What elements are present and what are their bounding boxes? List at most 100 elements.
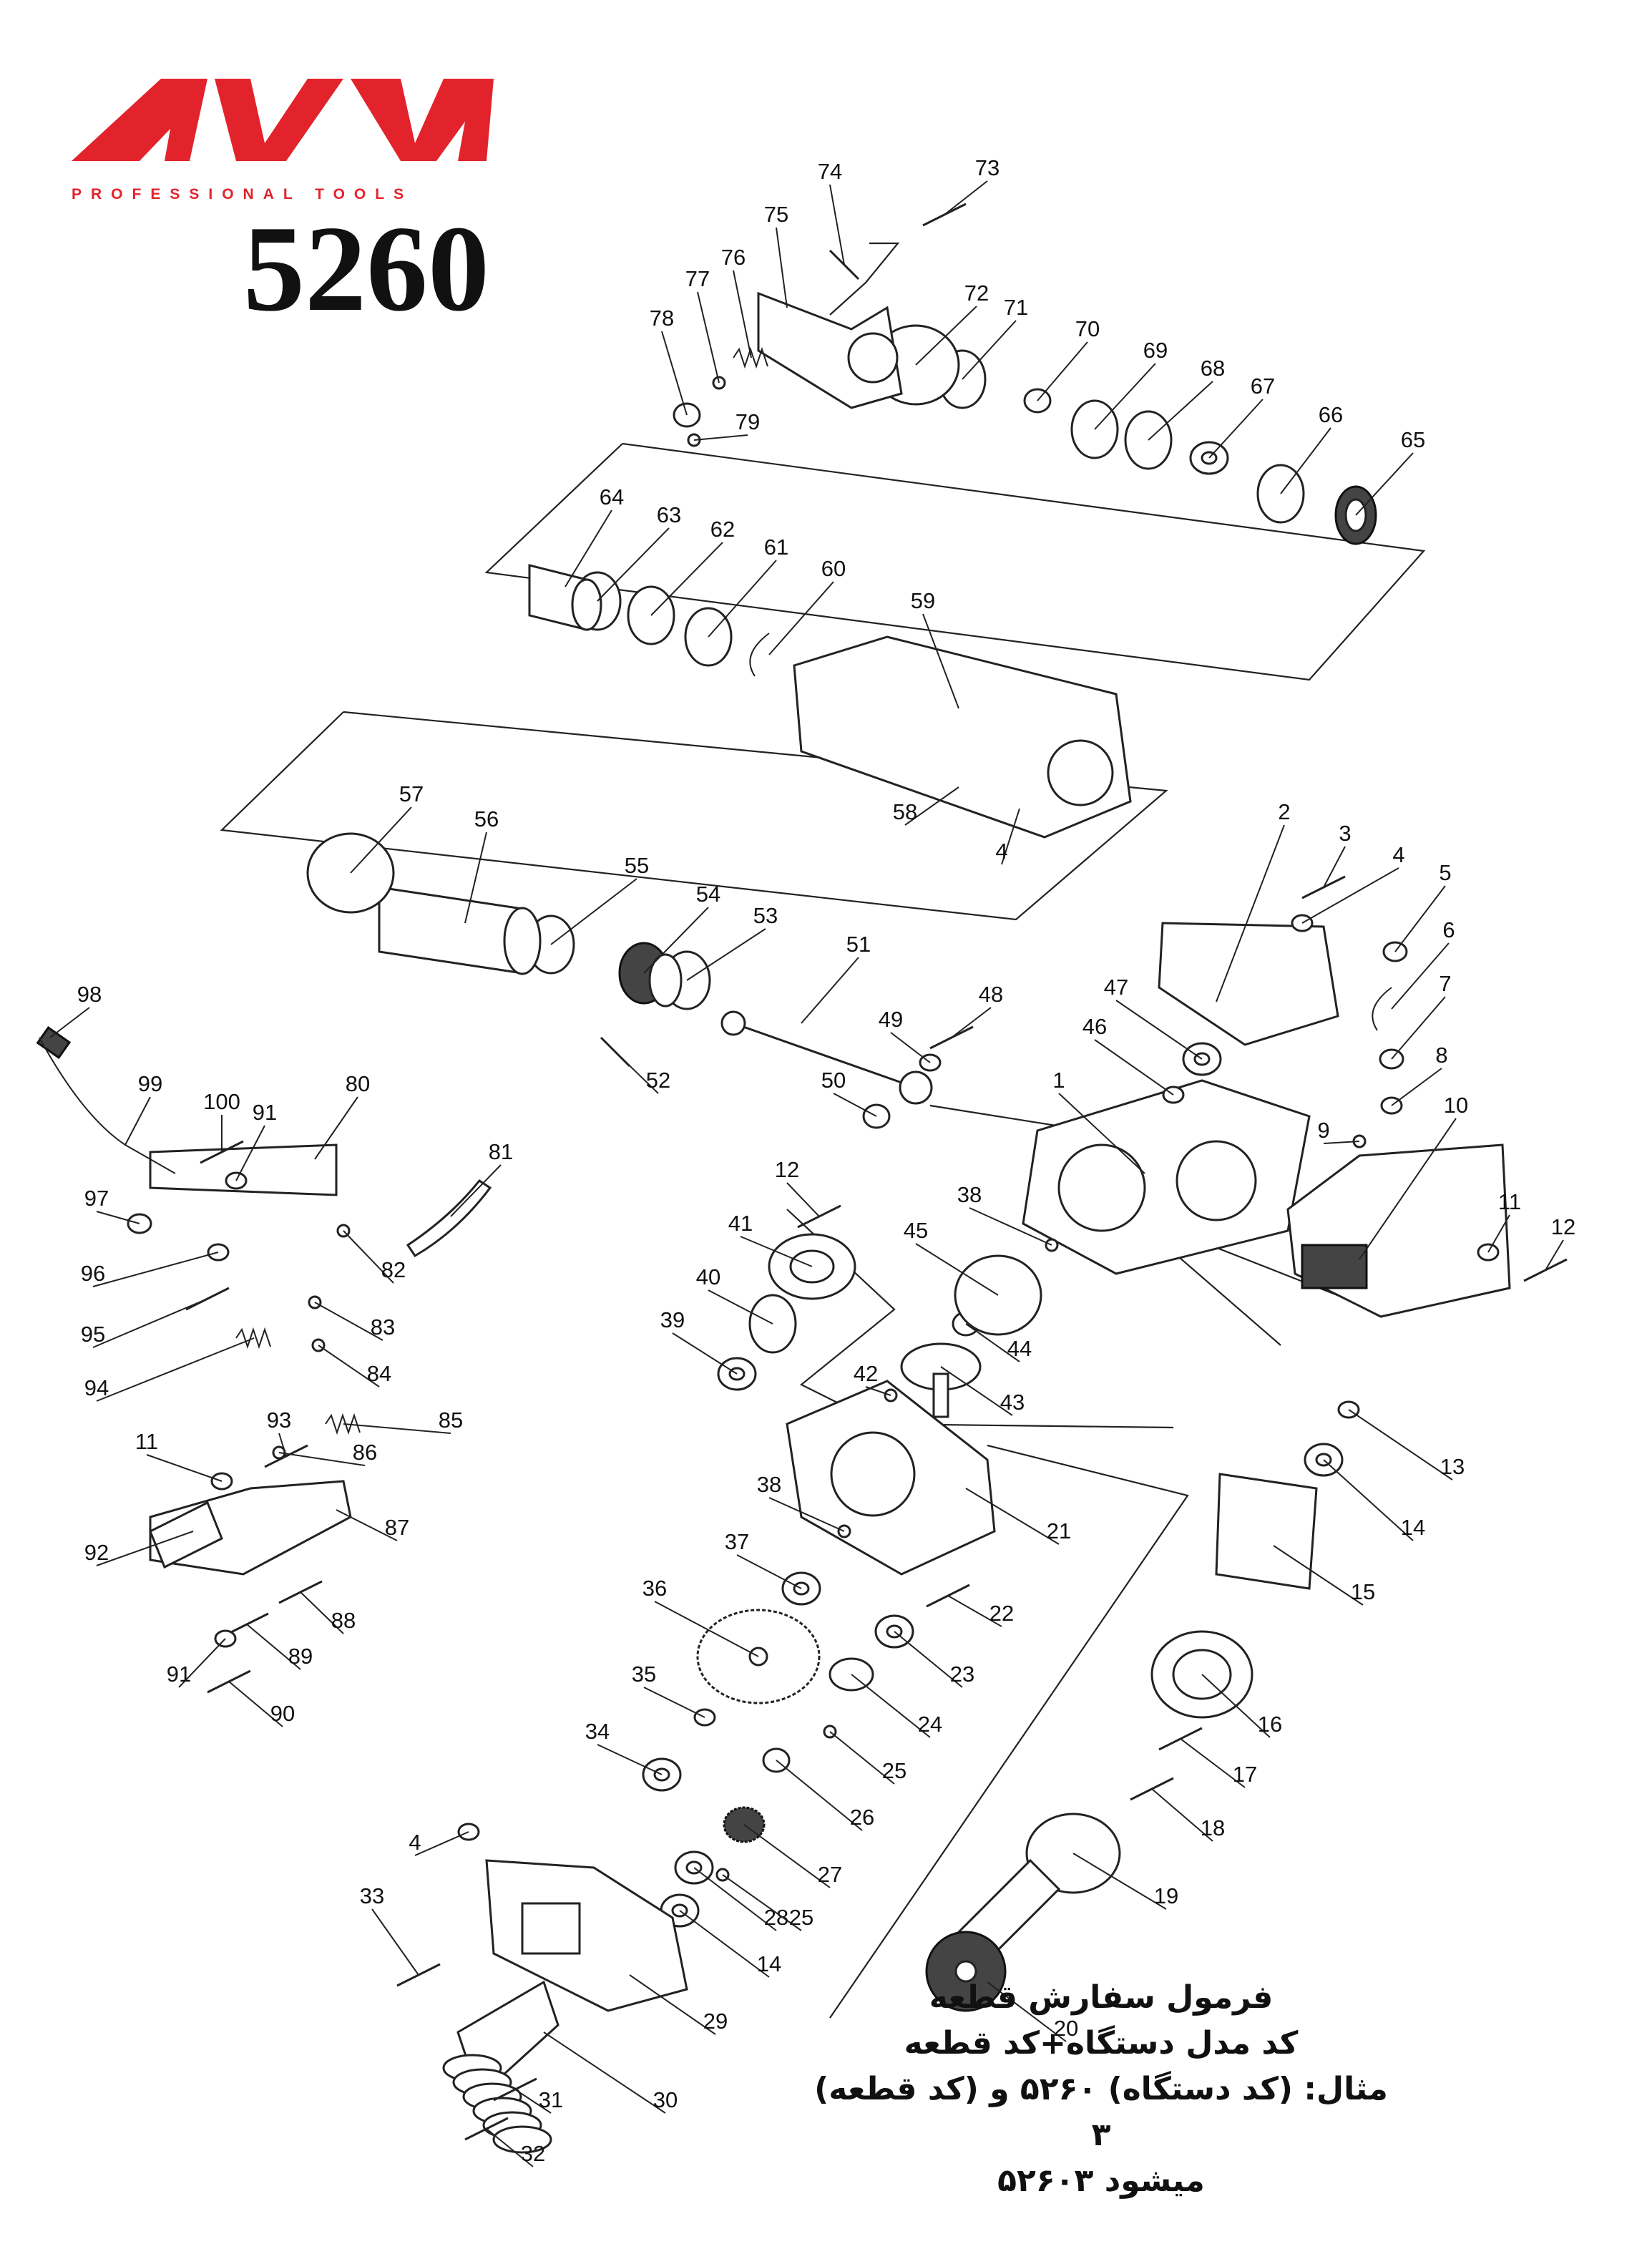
part-callout-21: 21 — [1047, 1518, 1071, 1543]
part-callout-19: 19 — [1154, 1883, 1178, 1908]
leader-line — [550, 878, 637, 945]
leader-line — [96, 1531, 194, 1566]
leader-line — [629, 1974, 716, 2035]
leader-line — [278, 1452, 366, 1466]
part-callout-54: 54 — [696, 882, 720, 907]
leader-line — [300, 1591, 344, 1634]
leader-line — [564, 509, 612, 587]
leader-line — [486, 2128, 534, 2167]
part-box — [1286, 1143, 1511, 1318]
leader-line — [962, 320, 1017, 380]
leader-line — [1201, 1674, 1271, 1738]
part-callout-4: 4 — [409, 1830, 421, 1855]
leader-line — [49, 1007, 90, 1038]
leader-line — [829, 184, 845, 265]
part-callout-24: 24 — [918, 1712, 942, 1737]
part-callout-36: 36 — [642, 1576, 667, 1601]
leader-line — [786, 1182, 820, 1217]
part-callout-59: 59 — [911, 588, 935, 613]
part-callout-2: 2 — [1278, 799, 1290, 824]
leader-line — [733, 270, 752, 358]
part-callout-4: 4 — [1392, 842, 1404, 867]
part-callout-11: 11 — [1498, 1189, 1521, 1214]
leader-line — [1037, 341, 1088, 401]
part-callout-53: 53 — [753, 903, 778, 928]
part-callout-4: 4 — [995, 839, 1007, 864]
part-callout-66: 66 — [1319, 402, 1343, 427]
leader-line — [278, 1433, 287, 1457]
part-callout-30: 30 — [653, 2087, 678, 2112]
part-callout-16: 16 — [1258, 1712, 1282, 1737]
part-callout-51: 51 — [846, 932, 871, 957]
leader-line — [940, 1366, 1013, 1416]
order-formula-example: مثال: (کد دستگاه) ۵۲۶۰ و (کد قطعه) ۳ — [814, 2071, 1388, 2153]
leader-line — [643, 907, 709, 974]
part-callout-95: 95 — [81, 1322, 105, 1347]
part-callout-94: 94 — [84, 1375, 109, 1400]
part-sleeve — [528, 564, 602, 631]
part-callout-77: 77 — [685, 266, 710, 291]
leader-line — [96, 1337, 255, 1402]
leader-line — [1208, 399, 1264, 459]
part-callout-65: 65 — [1401, 427, 1425, 452]
leader-line — [318, 1345, 380, 1387]
leader-line — [643, 1687, 705, 1718]
leader-line — [987, 1981, 1067, 2042]
part-callout-31: 31 — [539, 2087, 563, 2112]
part-callout-61: 61 — [764, 535, 788, 560]
part-callout-25: 25 — [789, 1905, 813, 1930]
leader-line — [1323, 846, 1346, 888]
part-callout-35: 35 — [632, 1662, 656, 1687]
leader-line — [1216, 824, 1285, 1003]
leader-line — [615, 1051, 659, 1094]
leader-line — [801, 957, 859, 1024]
part-callout-73: 73 — [975, 155, 999, 180]
part-callout-14: 14 — [1401, 1515, 1425, 1540]
leader-line — [235, 1125, 265, 1181]
leader-line — [890, 1032, 931, 1063]
leader-line — [851, 1674, 931, 1738]
part-callout-29: 29 — [703, 2009, 728, 2034]
leader-line — [464, 831, 487, 924]
part-callout-23: 23 — [950, 1662, 974, 1687]
part-callout-17: 17 — [1233, 1762, 1257, 1787]
leader-line — [1391, 996, 1446, 1060]
leader-line — [654, 1601, 759, 1657]
leader-line — [414, 1831, 469, 1856]
part-clip — [1372, 987, 1392, 1031]
leader-line — [693, 1867, 777, 1931]
part-callout-74: 74 — [818, 159, 842, 184]
part-callout-84: 84 — [367, 1361, 391, 1386]
leader-line — [693, 434, 748, 441]
leader-line — [1180, 1738, 1246, 1788]
part-housing — [1022, 1079, 1311, 1275]
leader-line — [246, 1624, 301, 1670]
part-callout-81: 81 — [489, 1139, 513, 1164]
part-spring — [733, 346, 768, 369]
leader-line — [450, 1164, 502, 1217]
part-callout-12: 12 — [775, 1157, 799, 1182]
leader-line — [1115, 1000, 1203, 1060]
callouts-layer: 1234567891011121314151617181920212223242… — [49, 155, 1575, 2167]
part-callout-25: 25 — [882, 1758, 906, 1783]
leader-line — [672, 1332, 738, 1375]
model-number: 5260 — [243, 201, 489, 337]
part-callout-90: 90 — [270, 1701, 295, 1726]
leader-line — [1001, 808, 1020, 865]
leader-line — [740, 1236, 813, 1267]
part-callout-82: 82 — [381, 1257, 406, 1282]
part-callout-62: 62 — [710, 517, 735, 542]
part-callout-1: 1 — [1052, 1068, 1065, 1093]
part-callout-8: 8 — [1435, 1043, 1447, 1068]
part-callout-96: 96 — [81, 1261, 105, 1286]
leader-line — [124, 1096, 151, 1146]
part-callout-45: 45 — [904, 1218, 928, 1243]
leader-line — [543, 2031, 666, 2114]
part-callout-58: 58 — [893, 799, 917, 824]
part-callout-80: 80 — [346, 1071, 370, 1096]
leader-line — [1545, 1239, 1564, 1271]
part-callout-46: 46 — [1082, 1014, 1107, 1039]
part-callout-7: 7 — [1439, 971, 1451, 996]
part-callout-41: 41 — [728, 1211, 753, 1236]
part-gearbox — [485, 1859, 688, 2012]
